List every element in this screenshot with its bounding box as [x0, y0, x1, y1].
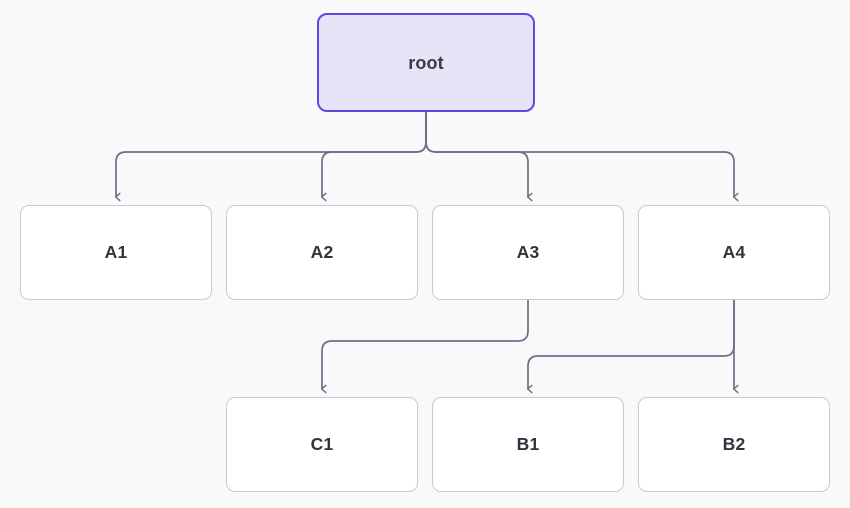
node-label-root: root [408, 52, 444, 73]
node-A1[interactable]: A1 [20, 205, 212, 300]
node-label-C1: C1 [310, 433, 334, 454]
node-root[interactable]: root [317, 13, 535, 112]
edge-root-to-A4 [425, 111, 739, 202]
node-B2[interactable]: B2 [638, 397, 830, 492]
node-label-B2: B2 [722, 433, 746, 454]
node-C1[interactable]: C1 [226, 397, 418, 492]
node-A2[interactable]: A2 [226, 205, 418, 300]
edge-root-to-A3 [425, 111, 533, 202]
node-label-B1: B1 [516, 433, 540, 454]
edge-A3-to-C1 [321, 299, 529, 394]
node-label-A1: A1 [104, 241, 128, 262]
edge-A4-to-B1 [527, 299, 735, 394]
node-label-A2: A2 [310, 241, 334, 262]
node-label-A3: A3 [516, 241, 540, 262]
node-A3[interactable]: A3 [432, 205, 624, 300]
node-A4[interactable]: A4 [638, 205, 830, 300]
node-B1[interactable]: B1 [432, 397, 624, 492]
edge-root-to-A1 [115, 111, 427, 202]
edge-root-to-A2 [321, 111, 427, 202]
node-label-A4: A4 [722, 241, 746, 262]
